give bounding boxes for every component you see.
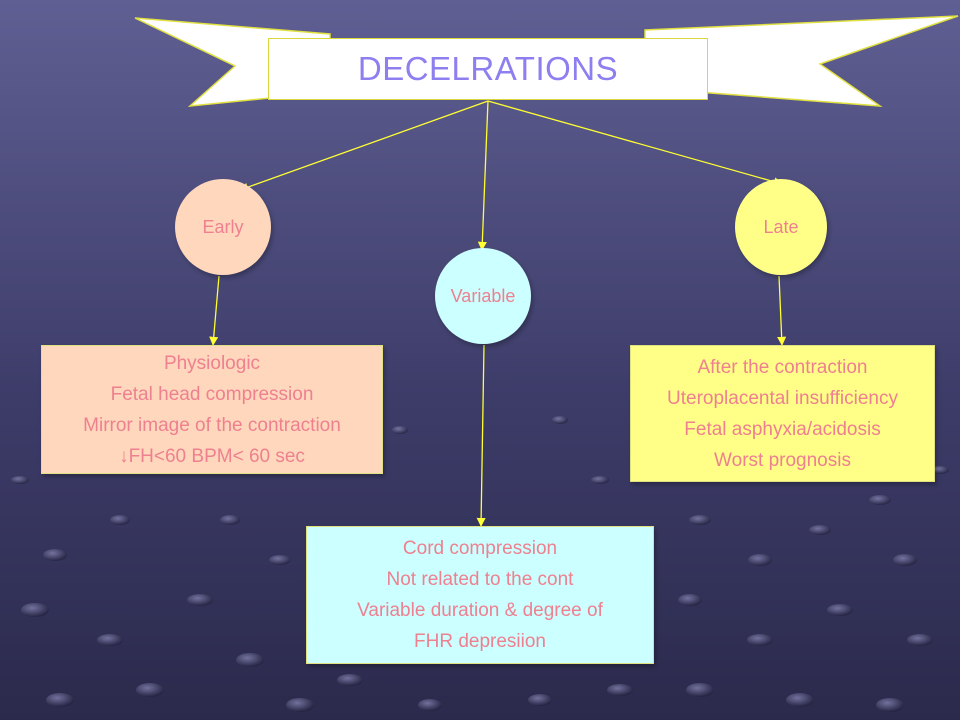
variable-detail-line: Not related to the cont [386, 569, 574, 590]
early-detail-line: Fetal head compression [110, 383, 314, 405]
diagram-title: DECELRATIONS [357, 50, 619, 87]
early-details-box: Physiologic Fetal head compression Mirro… [41, 345, 383, 474]
early-detail-line: Mirror image of the contraction [83, 414, 341, 436]
node-late: Late [735, 179, 827, 275]
early-detail-line: ↓FH<60 BPM< 60 sec [119, 445, 305, 467]
node-variable: Variable [435, 248, 531, 344]
variable-detail-line: Cord compression [402, 538, 558, 559]
late-details-box: After the contraction Uteroplacental ins… [630, 345, 935, 482]
node-late-label: Late [763, 216, 799, 237]
ribbon-right-tail [644, 15, 959, 107]
variable-detail-line: Variable duration & degree of [357, 600, 603, 621]
late-detail-line: Uteroplacental insufficiency [667, 387, 898, 409]
node-early-label: Early [202, 216, 244, 237]
variable-details-box: Cord compression Not related to the cont… [306, 526, 654, 664]
node-variable-label: Variable [450, 285, 516, 306]
late-detail-line: Fetal asphyxia/acidosis [684, 418, 881, 440]
node-early: Early [175, 179, 271, 275]
variable-detail-line: FHR depresiion [414, 631, 546, 652]
late-detail-line: After the contraction [697, 356, 868, 378]
title-box: DECELRATIONS [268, 38, 708, 100]
early-detail-line: Physiologic [163, 352, 261, 374]
late-detail-line: Worst prognosis [714, 449, 851, 471]
